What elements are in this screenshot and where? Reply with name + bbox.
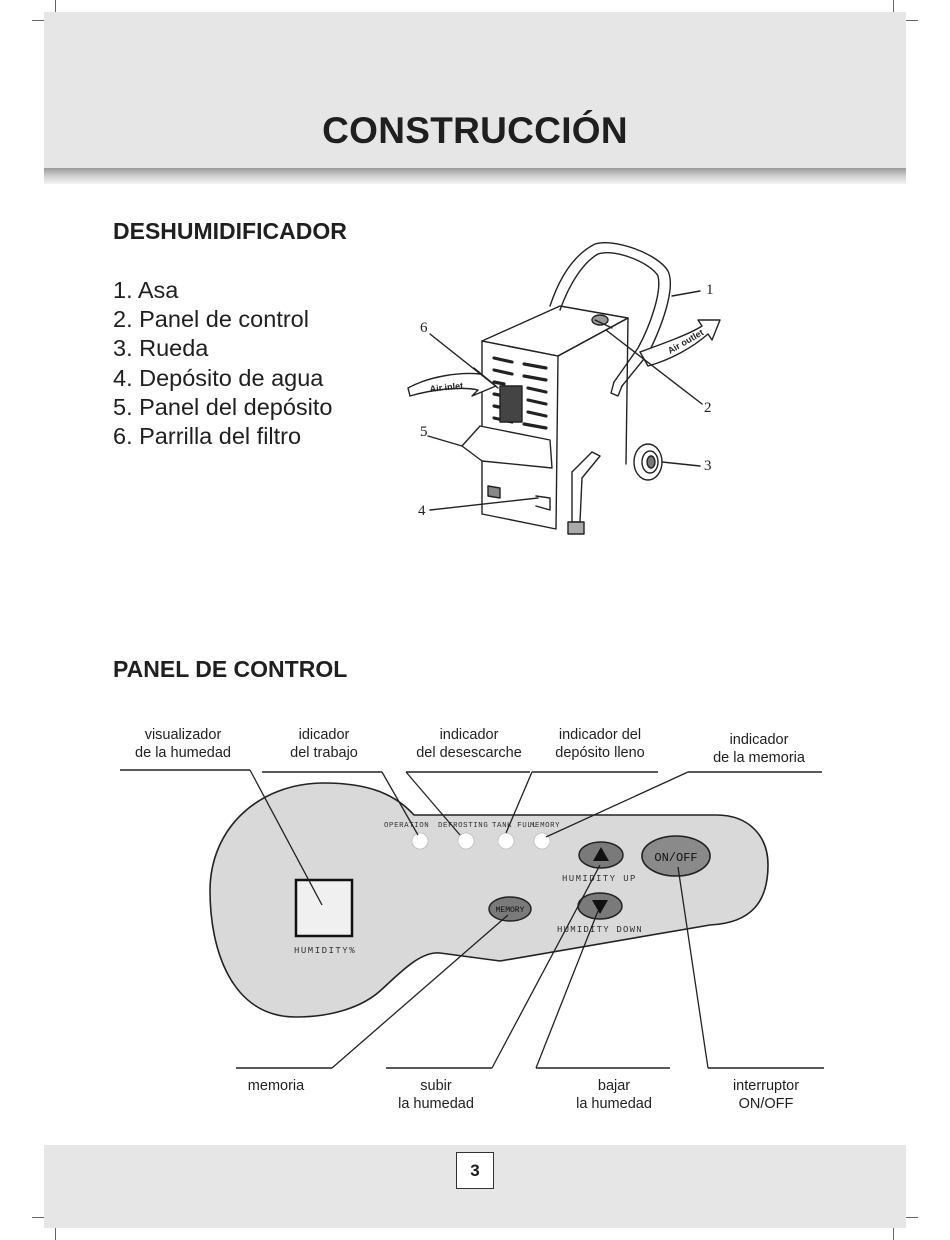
- leader-line: [545, 771, 689, 838]
- crop-mark: [904, 20, 918, 21]
- callout-number: 4: [418, 503, 426, 519]
- callout-number: 6: [420, 320, 428, 336]
- air-inlet-arrow: [407, 367, 497, 397]
- memory-button[interactable]: MEMORY: [488, 896, 532, 922]
- rear-strut: [571, 451, 601, 523]
- air-inlet-label: Air inlet: [429, 381, 463, 394]
- crop-mark: [55, 1226, 56, 1240]
- control-panel-section-title: PANEL DE CONTROL: [113, 656, 348, 682]
- caption-memory-indicator: indicador de la memoria: [713, 732, 805, 766]
- callout-number: 1: [706, 282, 714, 298]
- caption-defrost-indicator: indicador del desescarche: [416, 727, 522, 761]
- humidity-down-button[interactable]: [577, 892, 623, 920]
- on-off-button-label: ON/OFF: [654, 851, 697, 865]
- page-number: 3: [456, 1152, 494, 1189]
- list-item: 3. Rueda: [113, 335, 209, 362]
- humidity-up-button[interactable]: [578, 841, 624, 869]
- crop-mark: [893, 0, 894, 14]
- triangle-down-icon: [592, 900, 608, 914]
- list-item: 6. Parrilla del filtro: [113, 423, 302, 450]
- operation-led: [411, 832, 429, 850]
- dehumidifier-illustration: 1 2 3 4 5 6 Air inlet Air outlet: [407, 242, 721, 535]
- leader-line: [331, 914, 509, 1069]
- header-shadow: [44, 168, 906, 184]
- leader-line: [677, 866, 709, 1069]
- filter-grid: [499, 385, 523, 423]
- list-item: 1. Asa: [113, 277, 179, 303]
- crop-mark: [32, 20, 46, 21]
- led-label-memory: MEMORY: [530, 822, 560, 830]
- crop-mark: [32, 1217, 46, 1218]
- humidity-down-label: HUMIDITY DOWN: [557, 925, 643, 935]
- caption-operation-indicator: idicador del trabajo: [290, 727, 358, 761]
- side-face: [557, 317, 629, 465]
- callout-number: 2: [704, 400, 712, 416]
- list-item: 4. Depósito de agua: [113, 364, 324, 391]
- parts-list: 1. Asa 2. Panel de control 3. Rueda 4. D…: [113, 276, 333, 451]
- handle: [559, 252, 660, 383]
- caption-humidity-down: bajar la humedad: [576, 1078, 652, 1112]
- list-item: 5. Panel del depósito: [113, 393, 333, 420]
- grille-slats: [492, 356, 548, 430]
- tank-full-led: [497, 832, 515, 850]
- control-panel-diagram: HUMIDITY% OPERATION DEFROSTING TANK FULL…: [120, 769, 824, 1069]
- on-off-button[interactable]: ON/OFF: [641, 835, 711, 877]
- list-item: 2. Panel de control: [113, 306, 309, 333]
- leader-line: [535, 910, 599, 1069]
- callout-leader: [605, 329, 703, 405]
- humidity-display: [294, 878, 354, 938]
- leader-line: [405, 771, 461, 836]
- caption-memory-button: memoria: [247, 1078, 305, 1094]
- caption-humidity-up: subir la humedad: [398, 1078, 474, 1112]
- caption-tank-full-indicator: indicador del depósito lleno: [555, 727, 645, 761]
- tank-panel: [461, 425, 553, 469]
- leader-line: [491, 864, 601, 1069]
- control-panel-body: [209, 782, 769, 1018]
- triangle-up-icon: [593, 847, 609, 861]
- callout-number: 3: [704, 458, 712, 474]
- callout-leader: [661, 461, 701, 467]
- header-band: [44, 12, 906, 180]
- crop-mark: [904, 1217, 918, 1218]
- callout-leader: [429, 333, 499, 389]
- control-knob: [591, 314, 609, 326]
- caption-on-off-switch: interruptor ON/OFF: [732, 1078, 800, 1112]
- dehumidifier-section-title: DESHUMIDIFICADOR: [113, 218, 347, 244]
- leader-line: [249, 769, 323, 906]
- led-label-tank-full: TANK FULL: [492, 822, 537, 830]
- caption-humidity-display: visualizador de la humedad: [135, 727, 231, 761]
- crop-mark: [893, 1226, 894, 1240]
- led-label-defrosting: DEFROSTING: [438, 822, 488, 830]
- callout-leader: [427, 435, 463, 447]
- callout-leader: [671, 290, 701, 297]
- callout-leader: [429, 497, 539, 511]
- humidity-up-label: HUMIDITY UP: [562, 874, 637, 884]
- top-face: [481, 305, 629, 357]
- led-label-operation: OPERATION: [384, 822, 429, 830]
- memory-led: [533, 832, 551, 850]
- defrosting-led: [457, 832, 475, 850]
- handle: [549, 242, 672, 387]
- leader-line: [381, 771, 419, 836]
- humidity-label: HUMIDITY%: [294, 946, 356, 956]
- air-outlet-arrow: [639, 319, 721, 367]
- leader-line: [505, 771, 533, 834]
- page-title: CONSTRUCCIÓN: [322, 110, 628, 151]
- callout-number: 5: [420, 424, 428, 440]
- crop-mark: [55, 0, 56, 14]
- memory-button-label: MEMORY: [496, 906, 525, 915]
- tank-slot: [535, 495, 551, 511]
